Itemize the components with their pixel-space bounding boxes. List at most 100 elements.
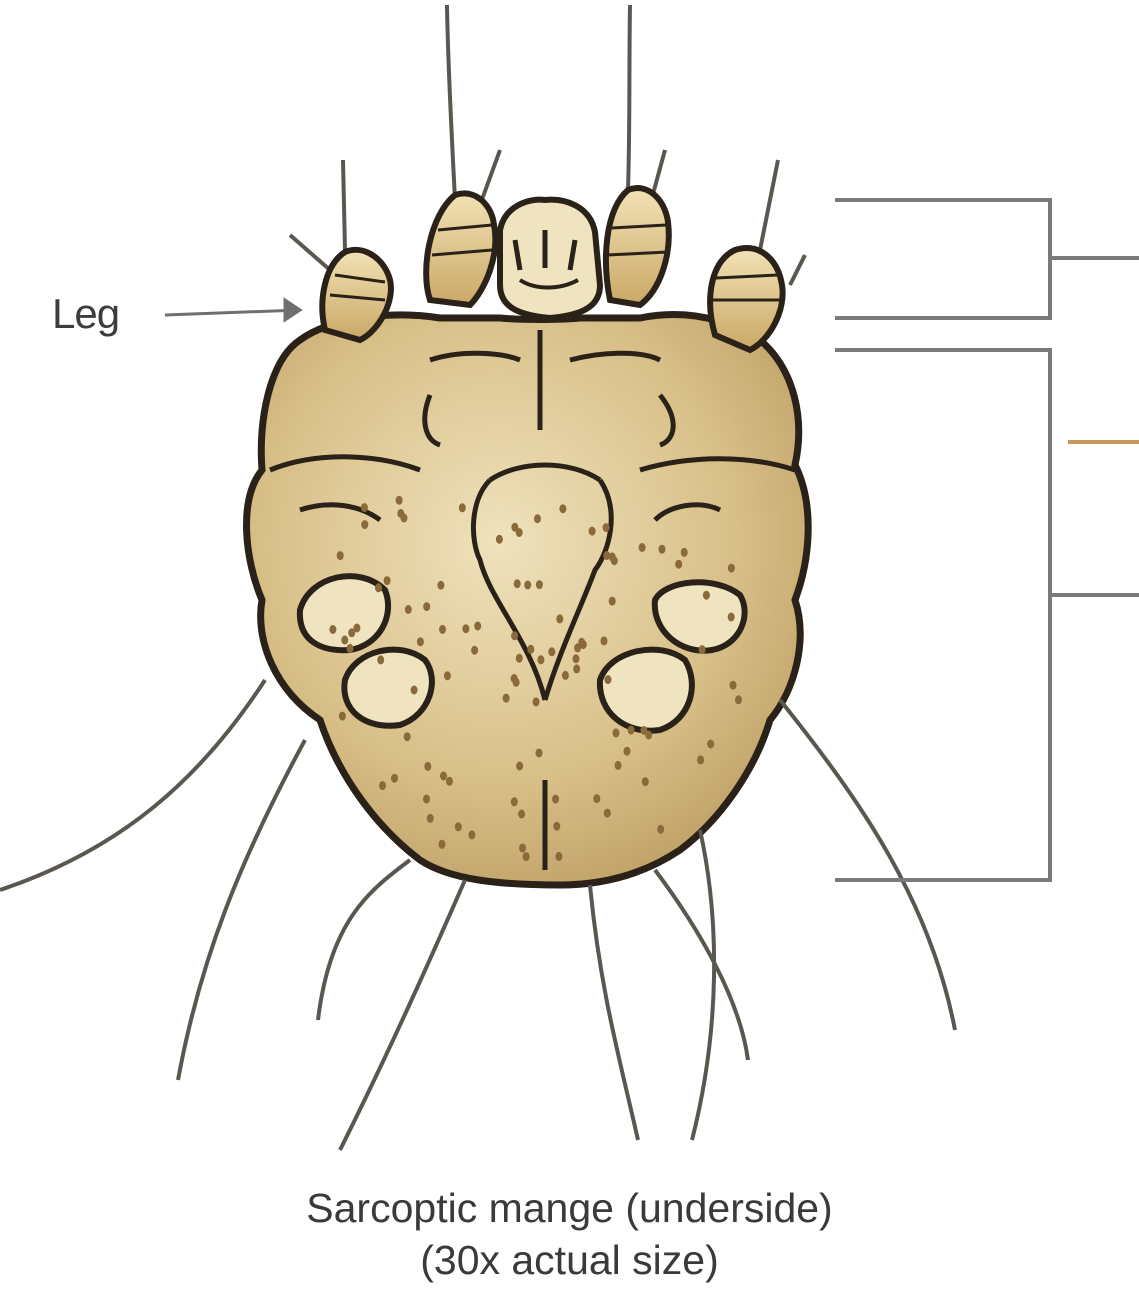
pore-dot [375,583,382,592]
pore-dot [611,556,618,565]
pore-dot [423,795,430,804]
pore-dot [642,777,649,786]
pore-dot [341,636,348,645]
bristle-short-3 [480,150,500,205]
pore-dot [562,671,569,680]
pore-dot [516,654,523,663]
pore-dot [573,654,580,663]
pore-dot [468,830,475,839]
pore-dot [615,761,622,770]
pore-dot [474,622,481,631]
pore-dot [439,840,446,849]
pore-dot [604,809,611,818]
pore-dot [511,674,518,683]
pore-dot [613,728,620,737]
pore-dot [516,762,523,771]
right-brackets [835,200,1139,880]
pore-dot [675,560,682,569]
pore-dot [681,548,688,557]
bristle-short-1 [343,160,345,250]
bracket-lower [835,350,1050,880]
pore-dot [555,852,562,861]
pore-dot [605,675,612,684]
bristle-short-5 [290,235,330,270]
pore-dot [703,591,710,600]
pore-dot [411,686,418,695]
caption-line-1: Sarcoptic mange (underside) [0,1185,1139,1232]
pore-dot [657,825,664,834]
pore-dot [337,551,344,560]
pore-dot [628,726,635,735]
pore-dot [377,655,384,664]
bracket-upper [835,200,1050,318]
pore-dot [397,509,404,518]
pore-dot [361,503,368,512]
pore-dot [556,614,563,623]
pore-dot [455,822,462,831]
hind-leg-left-lower [344,650,432,726]
pore-dot [417,637,424,646]
pore-dot [523,852,530,861]
pore-dot [471,646,478,655]
pore-dot [659,545,666,554]
pore-dot [348,628,355,637]
leg-2-right [606,188,669,305]
pore-dot [391,774,398,783]
pore-dot [440,772,447,781]
pore-dot [329,625,336,634]
pore-dot [548,647,555,656]
pore-dot [459,503,466,512]
pore-dot [601,636,608,645]
pore-dot [462,624,469,633]
pore-dot [552,795,559,804]
leg-label: Leg [52,290,119,338]
pore-dot [439,625,446,634]
pore-dot [735,695,742,704]
pore-dot [423,602,430,611]
pore-dot [427,814,434,823]
pore-dot [514,579,521,588]
pore-dot [536,749,543,758]
pore-dot [444,671,451,680]
pore-dot [503,694,510,703]
pore-dot [609,597,616,606]
pore-dot [573,664,580,673]
pore-dot [578,638,585,647]
pore-dot [511,523,518,532]
pore-dot [639,543,646,552]
bristle-top-left [447,5,455,200]
bristle-top-right [628,5,630,190]
pore-dot [534,514,541,523]
pore-dot [603,551,610,560]
caption-line-2: (30x actual size) [0,1237,1139,1284]
pore-dot [404,732,411,741]
mite-head [500,200,600,318]
pore-dot [533,697,540,706]
pore-dot [699,645,706,654]
pore-dot [728,613,735,622]
pore-dot [603,523,610,532]
pore-dot [518,810,525,819]
pore-dot [589,527,596,536]
bristle-short-6 [790,255,805,285]
pore-dot [524,581,531,590]
pore-dot [424,762,431,771]
pore-dot [446,777,453,786]
pore-dot [347,644,354,653]
hind-leg-right-lower [600,650,692,731]
pore-dot [537,655,544,664]
pore-dot [559,504,566,513]
pore-dot [519,844,526,853]
pore-dot [640,726,647,735]
pore-dot [730,681,737,690]
pore-dot [361,520,368,529]
pore-dot [728,564,735,573]
pore-dot [511,797,518,806]
pore-dot [553,822,560,831]
pore-dot [624,747,631,756]
pore-dot [339,712,346,721]
pore-dot [379,781,386,790]
pore-dot [593,794,600,803]
pore-dot [511,631,518,640]
